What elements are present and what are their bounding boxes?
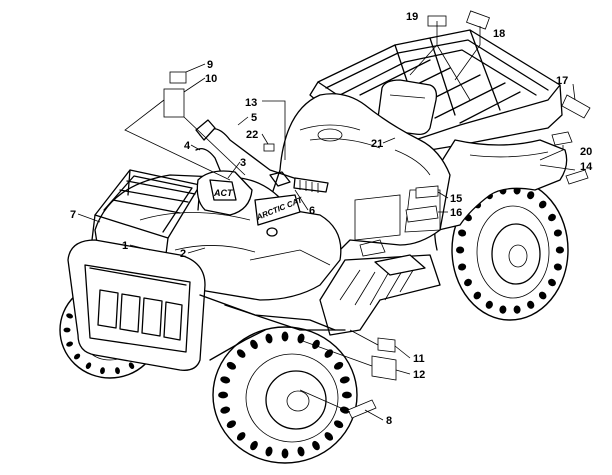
tread-knob <box>548 278 556 287</box>
tread-knob <box>220 406 231 414</box>
tread-knob <box>341 391 352 399</box>
tread-knob <box>236 432 246 441</box>
callout-21: 21 <box>371 138 383 150</box>
decal-15 <box>415 185 439 199</box>
callout-9: 9 <box>207 59 213 71</box>
callout-19: 19 <box>406 11 418 23</box>
tread-knob <box>458 229 467 237</box>
tread-knob <box>100 367 105 375</box>
tread-knob <box>548 213 556 222</box>
tread-knob <box>527 191 535 200</box>
callout-1: 1 <box>122 240 128 252</box>
tread-knob <box>333 361 344 370</box>
decal-pieces <box>163 10 591 419</box>
callout-6: 6 <box>309 205 315 217</box>
pod-logo: ACT <box>213 188 234 198</box>
tread-knob <box>66 341 73 347</box>
tread-knob <box>85 362 92 369</box>
tread-knob <box>236 349 246 358</box>
headlight-pod: ACT <box>196 170 253 216</box>
footrest <box>224 254 441 336</box>
tread-knob <box>226 361 237 370</box>
front-frame <box>199 294 336 361</box>
callout-13: 13 <box>245 97 257 109</box>
tread-knob <box>485 300 493 309</box>
callout-10: 10 <box>205 73 217 85</box>
rear-right-wheel <box>451 179 569 321</box>
tread-knob <box>499 305 507 314</box>
tread-knob <box>339 376 350 384</box>
tread-knob <box>458 263 467 271</box>
tread-knob <box>553 263 562 271</box>
tread-knob <box>66 313 73 319</box>
tread-knob <box>218 391 229 399</box>
callout-12: 12 <box>413 369 425 381</box>
tread-knob <box>220 376 231 384</box>
decal-14 <box>565 169 589 185</box>
front-right-wheel <box>212 326 358 464</box>
tread-knob <box>265 446 273 457</box>
tread-knob <box>250 440 258 451</box>
callout-7: 7 <box>70 209 76 221</box>
decal-16 <box>405 205 439 223</box>
tread-knob <box>555 246 565 254</box>
callout-14: 14 <box>580 161 593 173</box>
tread-knob <box>324 432 334 441</box>
tread-knob <box>456 246 465 254</box>
decal-9 <box>169 71 187 84</box>
tread-knob <box>333 420 344 429</box>
callout-15: 15 <box>450 193 462 205</box>
callout-5: 5 <box>251 112 257 124</box>
tread-knob <box>281 448 289 459</box>
tread-knob <box>527 300 535 309</box>
tread-knob <box>265 333 273 344</box>
decal-22 <box>263 143 275 152</box>
front-bumper <box>67 239 206 371</box>
tread-knob <box>538 291 547 300</box>
callout-3: 3 <box>240 157 246 169</box>
handlebar-assembly <box>195 119 329 193</box>
callout-2: 2 <box>180 248 186 260</box>
tread-knob <box>464 278 472 287</box>
callout-labels: 9 10 13 5 22 4 3 6 7 1 2 21 19 18 17 20 … <box>70 11 593 427</box>
leader-lines <box>77 21 576 421</box>
decal-12 <box>371 355 397 381</box>
tread-knob <box>63 327 71 333</box>
decal-18 <box>466 10 490 30</box>
callout-22: 22 <box>246 129 258 141</box>
tread-knob <box>312 440 320 451</box>
tread-knob <box>297 446 305 457</box>
tread-knob <box>281 331 289 342</box>
tread-knob <box>538 200 547 209</box>
tread-knob <box>250 339 258 350</box>
callout-11: 11 <box>413 353 425 365</box>
decal-17 <box>561 94 591 119</box>
callout-17: 17 <box>556 75 568 87</box>
tread-knob <box>226 420 237 429</box>
callout-18: 18 <box>493 28 505 40</box>
callout-20: 20 <box>580 146 592 158</box>
decal-8 <box>347 399 377 419</box>
callout-4: 4 <box>184 140 191 152</box>
decal-10 <box>163 88 185 118</box>
decal-11 <box>377 337 396 353</box>
tread-knob <box>553 229 562 237</box>
rear-fender <box>429 139 568 233</box>
callout-8: 8 <box>386 415 392 427</box>
tread-knob <box>128 362 135 369</box>
tread-knob <box>473 291 482 300</box>
tread-knob <box>74 353 81 360</box>
callout-16: 16 <box>450 207 462 219</box>
tread-knob <box>115 367 120 375</box>
decal-20 <box>551 131 573 146</box>
tread-knob <box>513 305 521 314</box>
